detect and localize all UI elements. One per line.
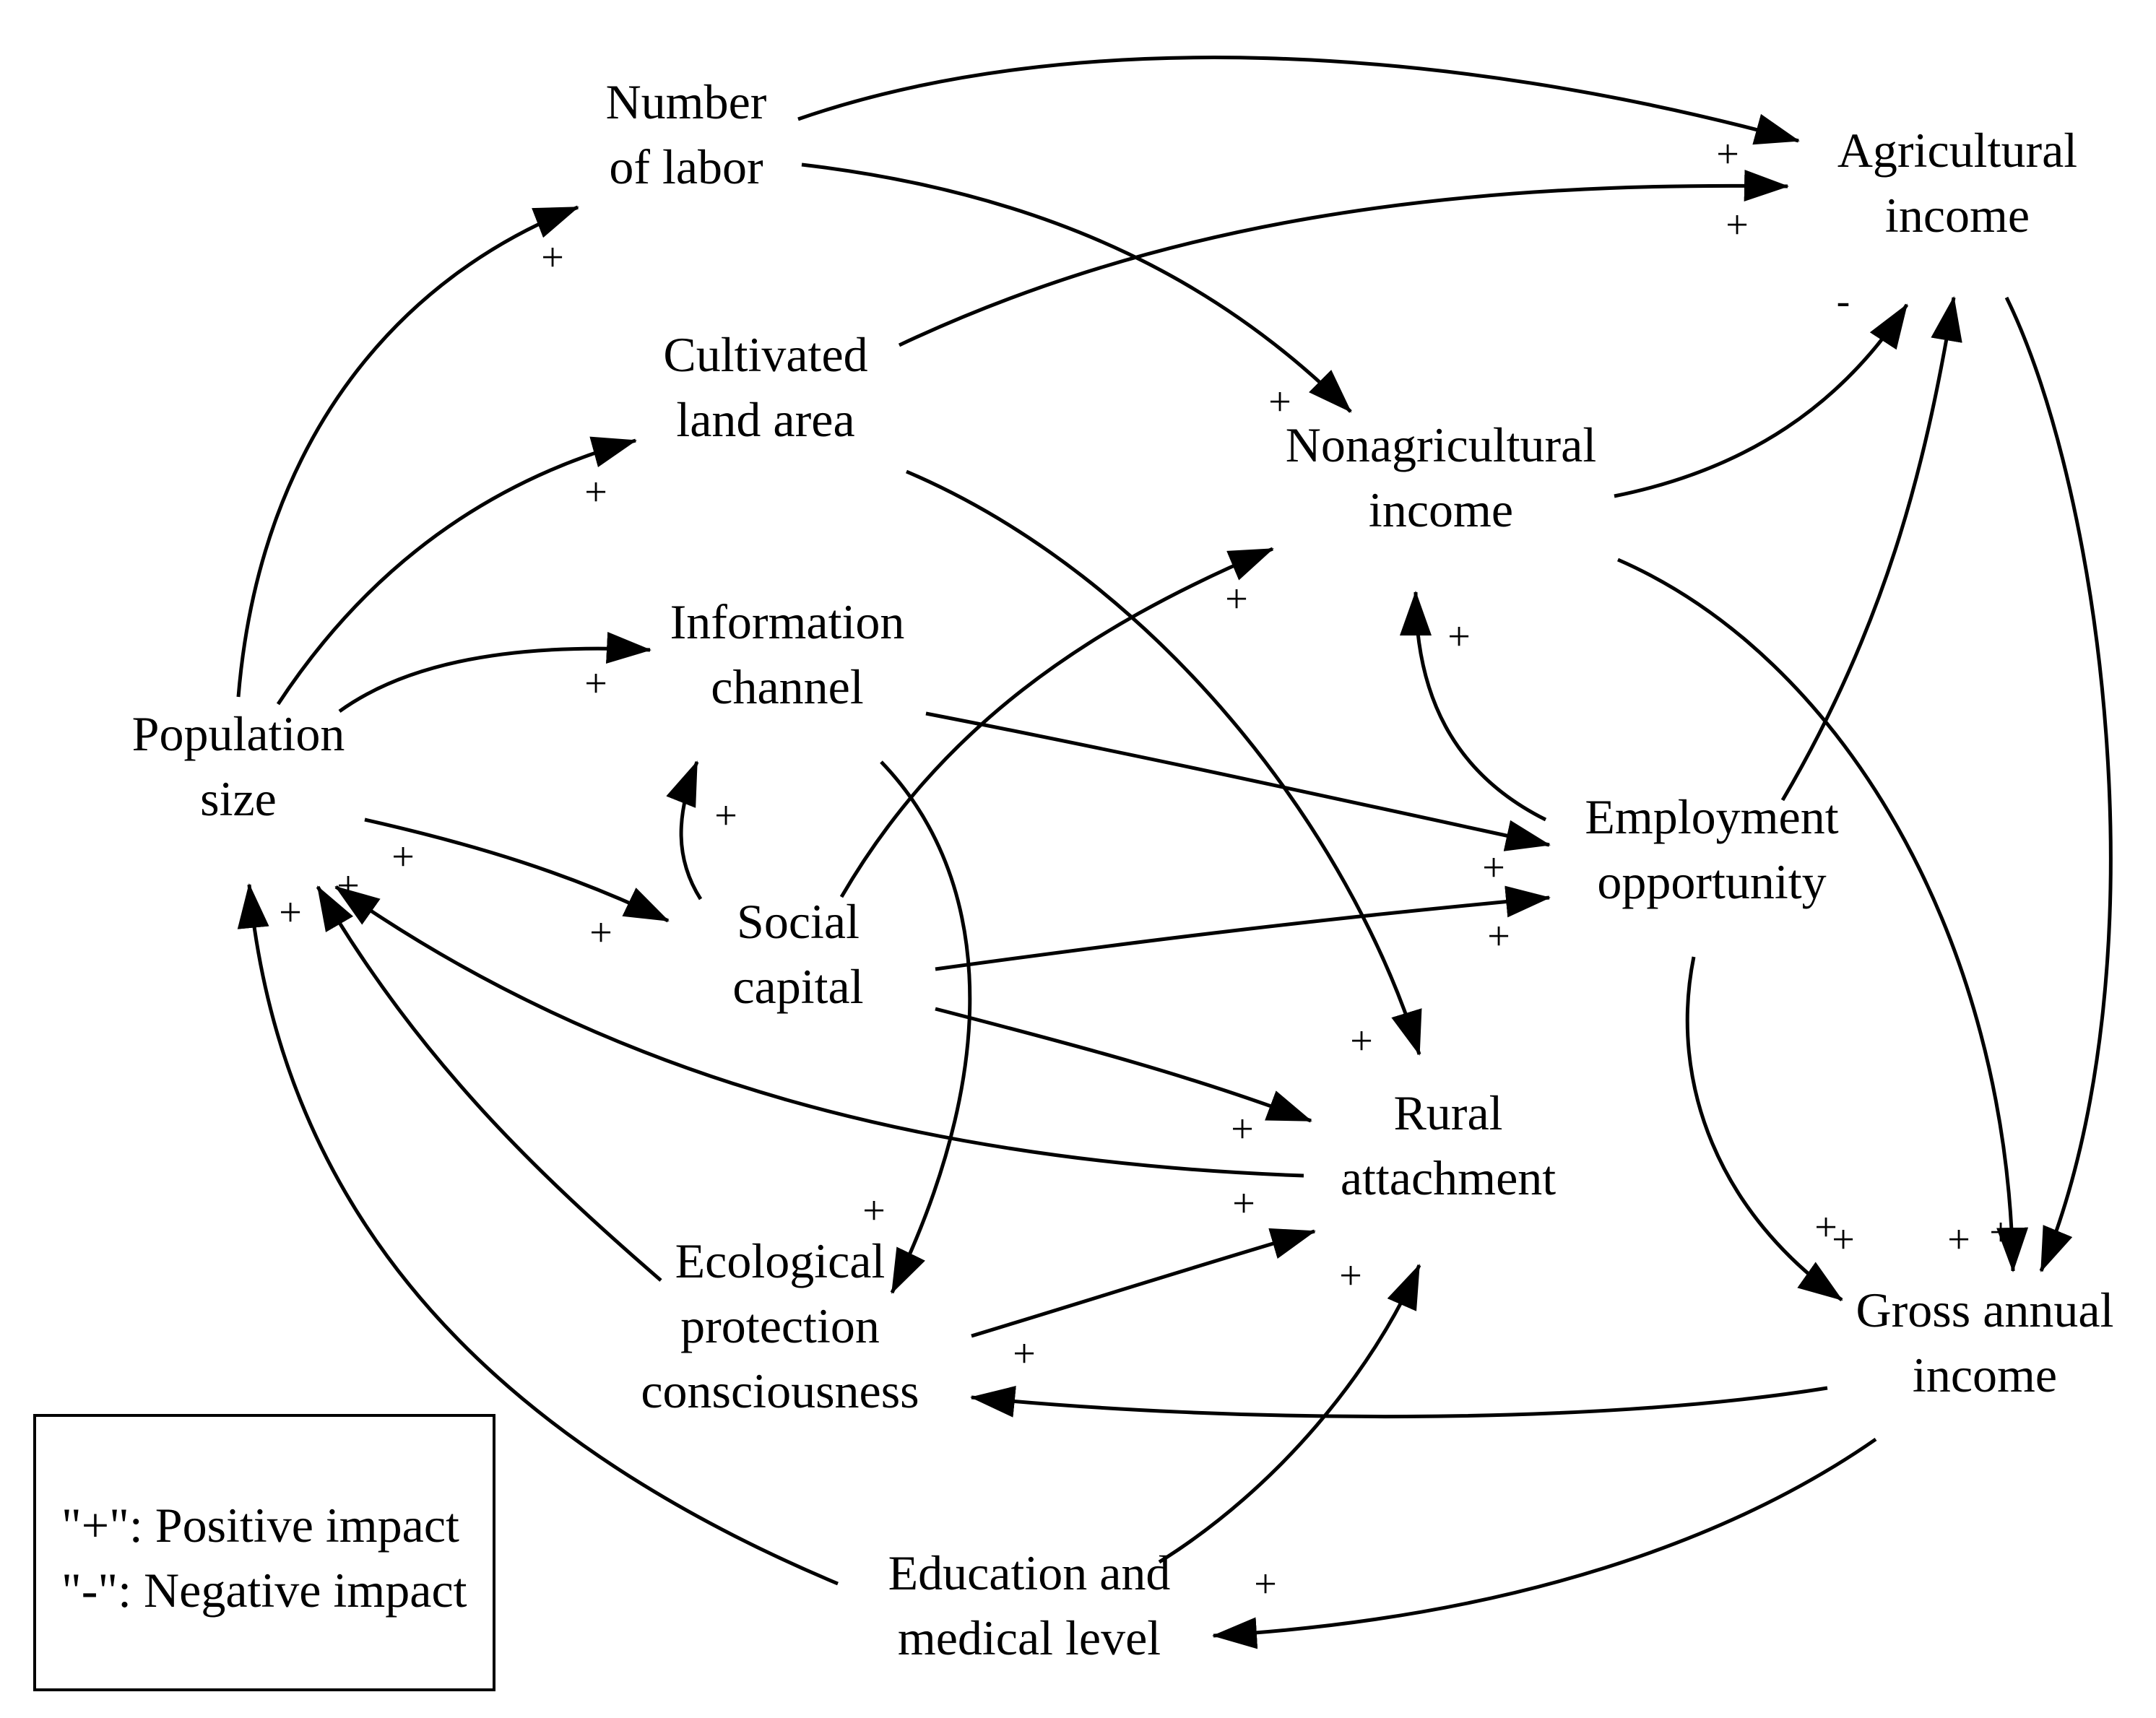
arrow-cultivated-land-area-to-rural-attachment: [906, 469, 1422, 1056]
positive-sign: +: [1232, 1181, 1255, 1226]
node-population-size: Population size: [132, 706, 345, 826]
arrow-population-size-to-social-capital: [364, 817, 670, 923]
node-label-line: Agricultural: [1837, 123, 2077, 178]
node-label-line: Ecological: [675, 1233, 886, 1288]
node-nonagricultural-income: Nonagricultural income: [1286, 417, 1597, 537]
node-employment-opportunity: Employment opportunity: [1585, 789, 1838, 909]
node-label-line: capital: [732, 959, 863, 1014]
positive-sign: +: [1339, 1254, 1362, 1298]
positive-sign: +: [1716, 132, 1739, 177]
arrow-cultivated-land-area-to-agricultural-income: [898, 170, 1789, 347]
arrow-population-size-to-number-of-labor: [236, 205, 579, 698]
node-label-line: Nonagricultural: [1286, 417, 1597, 472]
node-label-line: Education and: [888, 1545, 1171, 1600]
node-label-line: income: [1369, 482, 1513, 537]
positive-sign: +: [541, 235, 564, 280]
positive-sign: +: [1814, 1205, 1837, 1250]
positive-sign: +: [584, 661, 607, 706]
node-label-line: Number: [606, 74, 767, 129]
arrow-ecological-protection-consciousness-to-population-size: [316, 885, 662, 1282]
positive-sign: +: [589, 911, 612, 955]
legend-box: "+": Positive impact "-": Negative impac…: [33, 1414, 495, 1691]
arrow-information-channel-to-ecological-protection-consciousness: [880, 760, 972, 1294]
node-cultivated-land-area: Cultivated land area: [663, 327, 867, 447]
arrow-education-and-medical-level-to-rural-attachment: [1158, 1264, 1421, 1564]
positive-sign: +: [337, 864, 360, 908]
signs-layer: + + + + + + + + - + + + + + + + + + + + + + + + + + +: [279, 132, 2012, 1607]
node-label-line: of labor: [609, 139, 763, 194]
arrow-nonagricultural-income-to-gross-annual-income: [1617, 558, 2029, 1272]
node-social-capital: Social capital: [732, 894, 863, 1014]
node-label-line: Rural: [1393, 1085, 1502, 1140]
arrow-social-capital-to-employment-opportunity: [935, 885, 1551, 971]
node-label-line: channel: [711, 659, 863, 714]
negative-sign: -: [1837, 279, 1850, 324]
positive-sign: +: [714, 794, 737, 838]
arrow-gross-annual-income-to-ecological-protection-consciousness: [970, 1385, 1828, 1419]
arrow-population-size-to-information-channel: [338, 632, 651, 713]
arrow-social-capital-to-rural-attachment: [935, 1007, 1312, 1123]
arrow-number-of-labor-to-nonagricultural-income: [801, 162, 1352, 413]
arrows-layer: [236, 56, 2113, 1649]
arrow-employment-opportunity-to-nonagricultural-income: [1400, 591, 1547, 822]
positive-sign: +: [1726, 203, 1749, 248]
legend-positive: "+": Positive impact: [61, 1498, 459, 1553]
arrow-education-and-medical-level-to-population-size: [237, 883, 839, 1586]
node-label-line: Social: [737, 894, 860, 949]
node-label-line: income: [1913, 1348, 2057, 1402]
node-education-and-medical-level: Education and medical level: [888, 1545, 1171, 1665]
node-label-line: size: [200, 771, 277, 826]
positive-sign: +: [1447, 615, 1471, 659]
positive-sign: +: [391, 835, 415, 880]
positive-sign: +: [862, 1189, 886, 1233]
positive-sign: +: [1268, 380, 1291, 425]
positive-sign: +: [1013, 1332, 1036, 1376]
arrow-nonagricultural-income-to-agricultural-income: [1614, 303, 1909, 498]
positive-sign: +: [1225, 577, 1248, 622]
legend-negative: "-": Negative impact: [61, 1563, 467, 1618]
arrow-ecological-protection-consciousness-to-rural-attachment: [971, 1228, 1316, 1338]
positive-sign: +: [1231, 1107, 1254, 1152]
node-label-line: protection: [680, 1298, 880, 1353]
positive-sign: +: [1989, 1210, 2012, 1255]
node-ecological-protection-consciousness: Ecological protection consciousness: [641, 1233, 919, 1418]
positive-sign: +: [1254, 1562, 1277, 1607]
positive-sign: +: [1487, 914, 1510, 959]
arrow-social-capital-to-information-channel: [666, 760, 703, 901]
node-label-line: land area: [676, 392, 854, 447]
positive-sign: +: [279, 890, 302, 935]
arrow-employment-opportunity-to-agricultural-income: [1780, 296, 1962, 802]
positive-sign: +: [1350, 1019, 1373, 1064]
node-gross-annual-income: Gross annual income: [1856, 1283, 2114, 1402]
node-label-line: Employment: [1585, 789, 1838, 844]
node-label-line: income: [1885, 188, 2030, 243]
arrow-rural-attachment-to-population-size: [334, 885, 1304, 1178]
positive-sign: +: [1832, 1218, 1855, 1262]
arrow-number-of-labor-to-agricultural-income: [797, 56, 1800, 145]
node-label-line: consciousness: [641, 1363, 919, 1418]
arrow-social-capital-to-nonagricultural-income: [839, 547, 1274, 898]
node-label-line: medical level: [898, 1610, 1161, 1665]
arrow-information-channel-to-employment-opportunity: [925, 711, 1551, 851]
node-number-of-labor: Number of labor: [606, 74, 767, 194]
node-label-line: Population: [132, 706, 345, 761]
node-rural-attachment: Rural attachment: [1341, 1085, 1556, 1205]
arrow-population-size-to-cultivated-land-area: [276, 436, 637, 706]
node-information-channel: Information channel: [670, 594, 905, 714]
arrow-employment-opportunity-to-gross-annual-income: [1685, 956, 1843, 1302]
positive-sign: +: [1482, 846, 1505, 890]
positive-sign: +: [1947, 1218, 1970, 1262]
node-label-line: Cultivated: [663, 327, 867, 382]
arrow-gross-annual-income-to-education-and-medical-level: [1212, 1437, 1877, 1649]
positive-sign: +: [584, 470, 607, 515]
arrow-agricultural-income-to-gross-annual-income: [2004, 296, 2113, 1272]
node-label-line: Gross annual: [1856, 1283, 2114, 1337]
node-label-line: attachment: [1341, 1150, 1556, 1205]
node-agricultural-income: Agricultural income: [1837, 123, 2077, 243]
node-label-line: opportunity: [1597, 854, 1826, 909]
node-label-line: Information: [670, 594, 905, 649]
